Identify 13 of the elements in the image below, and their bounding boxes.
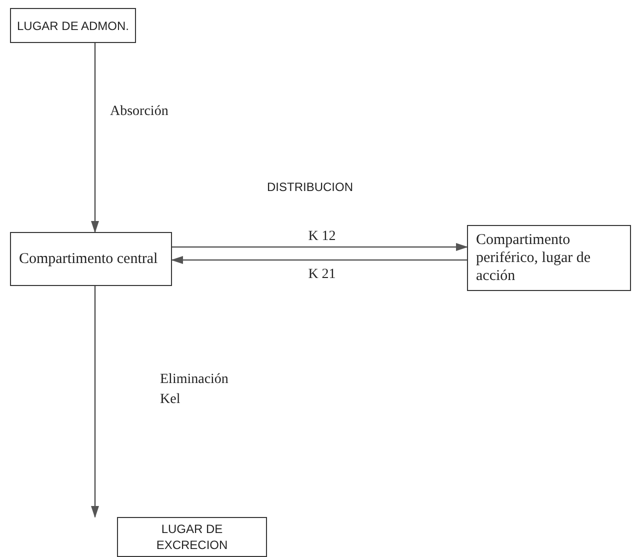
edge-label: Eliminación Kel: [160, 371, 230, 409]
section-label: DISTRIBUCION: [267, 179, 354, 196]
process-box: Compartimento periférico, lugar de acción: [467, 225, 631, 291]
process-box: LUGAR DE ADMON.: [10, 8, 136, 43]
arrow: [91, 286, 99, 518]
process-box: LUGAR DE EXCRECION: [117, 517, 267, 557]
edge-label: K 12: [308, 228, 336, 246]
arrow: [172, 243, 468, 251]
process-box: Compartimento central: [10, 232, 172, 286]
edge-label: Absorción: [110, 103, 168, 121]
arrow: [171, 256, 467, 264]
arrow: [91, 43, 99, 233]
edge-label: K 21: [308, 266, 336, 284]
